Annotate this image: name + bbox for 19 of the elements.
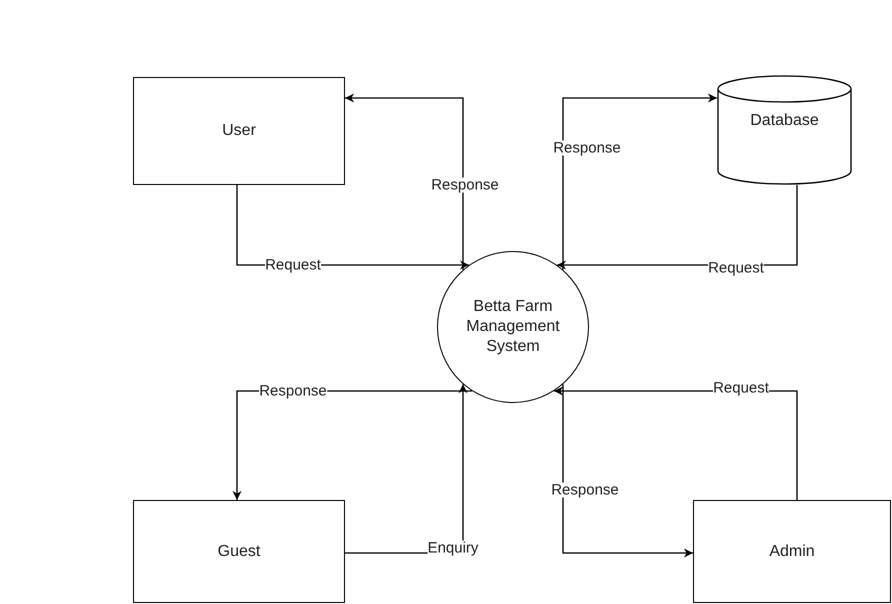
node-label: Betta Farm Management System [465, 297, 561, 357]
edge-label: Request [713, 380, 769, 396]
entity-box [693, 500, 891, 603]
edge-label: Response [551, 482, 619, 498]
entity-box [133, 77, 345, 185]
edge-label: Response [431, 178, 499, 192]
entity-box [133, 500, 345, 603]
node-label: Admin [768, 542, 816, 562]
arrow [345, 93, 464, 270]
node-label: Guest [216, 542, 262, 562]
edge-label: Request [265, 258, 321, 272]
arrow [562, 93, 717, 270]
edge-label: Response [259, 384, 327, 398]
edge-label: Response [553, 140, 621, 156]
node-label: User [221, 121, 257, 141]
arrow [562, 384, 693, 558]
edge-label: Enquiry [428, 540, 478, 556]
edge-label: Request [708, 260, 764, 276]
node-label: Database [749, 112, 820, 129]
